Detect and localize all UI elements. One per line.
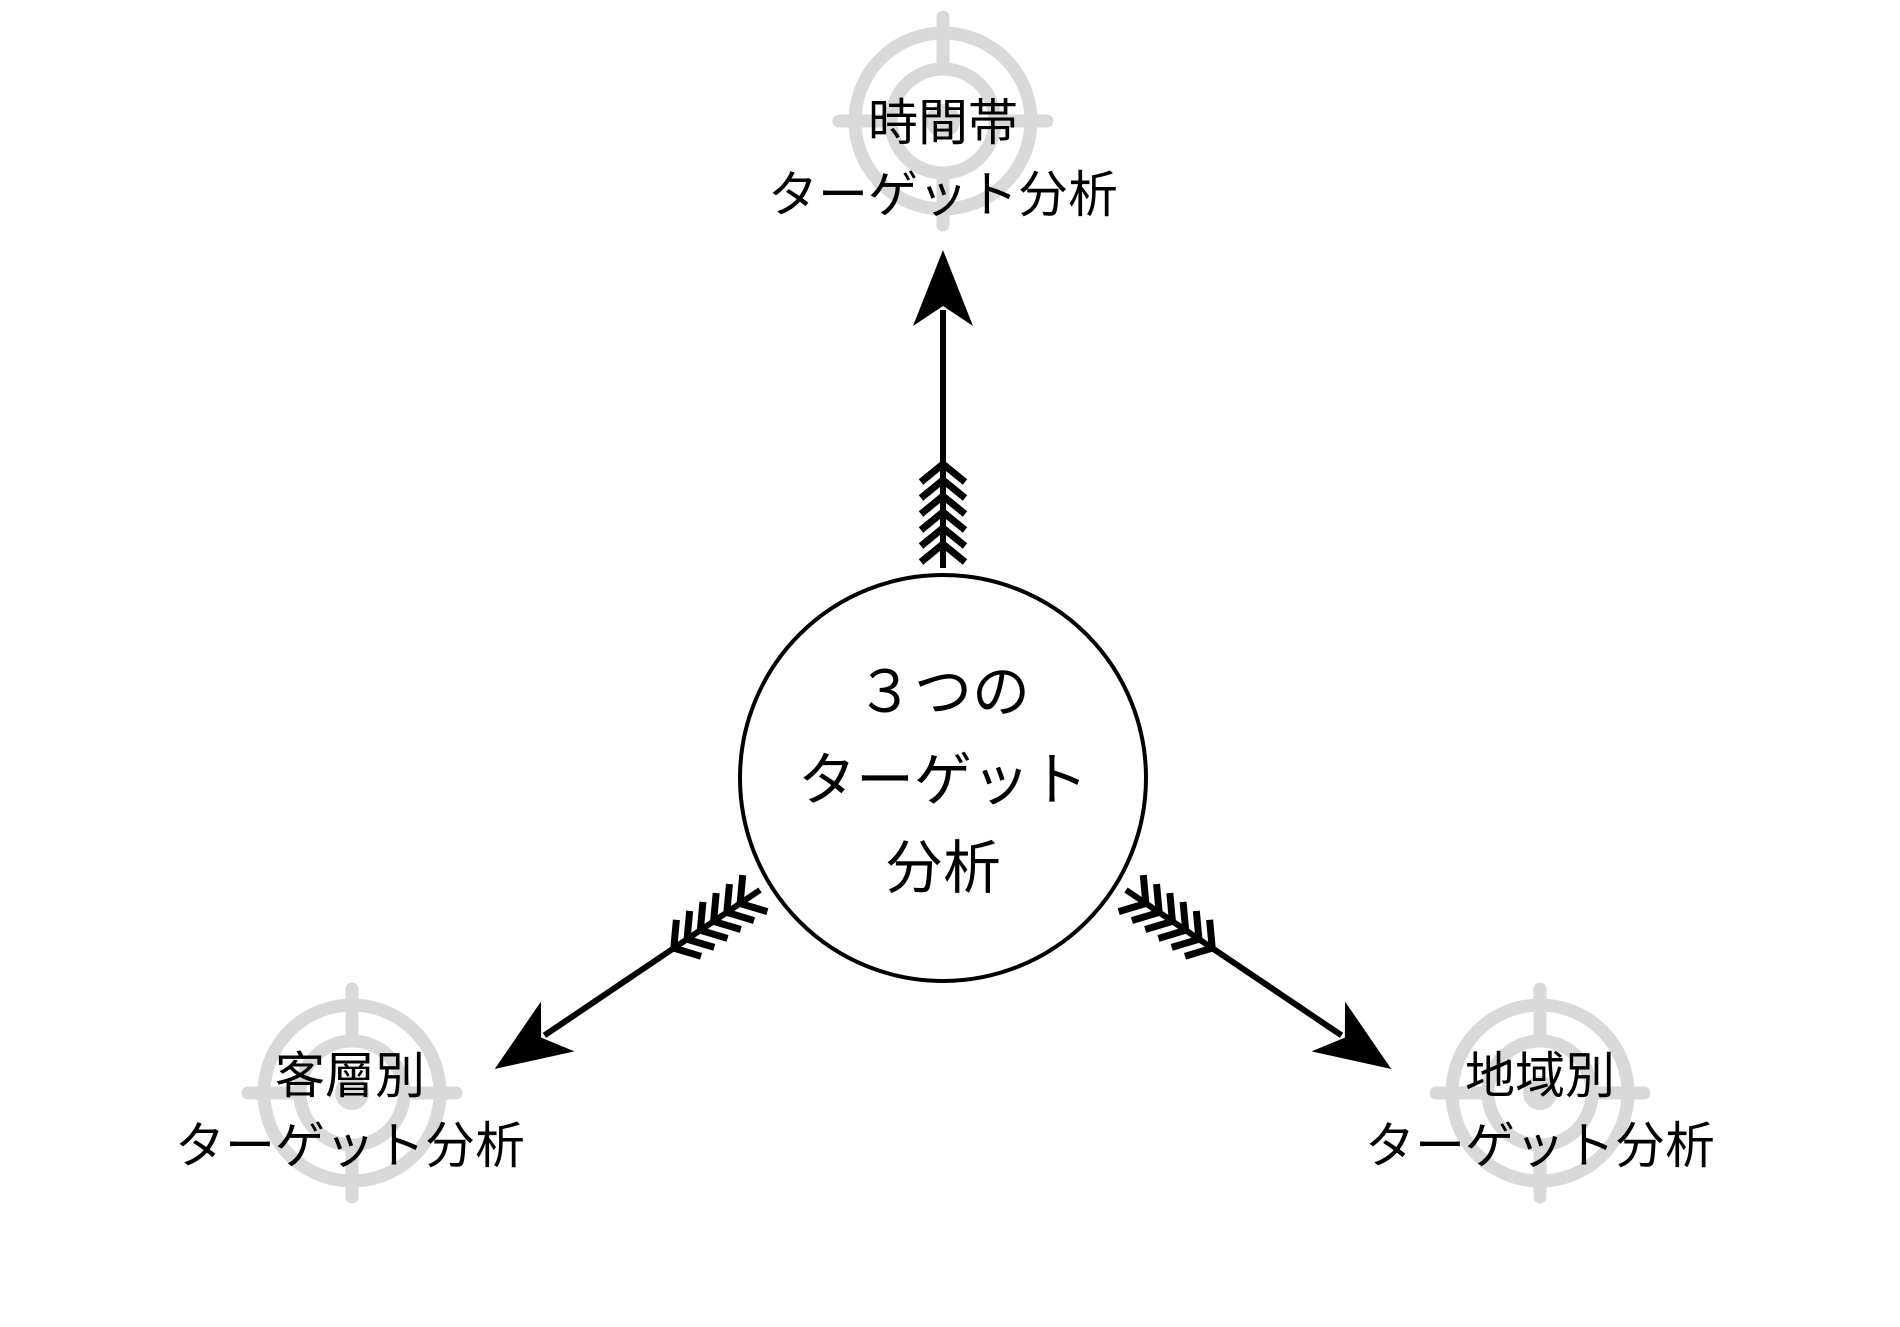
arrow-fletching <box>918 523 968 549</box>
arrow-fletching <box>709 892 742 933</box>
arrow-fletching <box>918 491 968 517</box>
arrow-fletching <box>918 539 968 565</box>
arrow-fletching <box>696 901 729 942</box>
arrow-fletching <box>918 475 968 501</box>
center-label-line1: ３つの <box>856 658 1030 726</box>
target-bullseye <box>335 1076 369 1110</box>
arrow-fletching <box>1183 919 1216 960</box>
customer-target-subtitle: ターゲット分析 <box>175 1117 525 1175</box>
arrow <box>913 250 973 568</box>
arrow-fletching <box>723 883 756 924</box>
arrowhead <box>913 250 973 326</box>
time-target-subtitle: ターゲット分析 <box>768 166 1118 224</box>
region-target-title: 地域別 <box>1465 1047 1615 1105</box>
center-label-line3: 分析 <box>885 834 1001 902</box>
region-target-subtitle: ターゲット分析 <box>1365 1117 1715 1175</box>
arrow-fletching <box>1117 874 1150 915</box>
arrow-fletching <box>1157 901 1190 942</box>
time-target-title: 時間帯 <box>868 94 1018 152</box>
arrowhead <box>494 1001 575 1069</box>
target-icon-customer <box>241 982 463 1204</box>
arrow <box>494 874 769 1069</box>
customer-target-title: 客層別 <box>275 1047 425 1105</box>
arrow-fletching <box>918 459 968 485</box>
target-bullseye <box>1523 1076 1557 1110</box>
arrowhead <box>1311 1001 1392 1069</box>
arrow-to-time-target <box>913 250 973 568</box>
arrow-fletching <box>1144 892 1177 933</box>
target-icon-region <box>1429 982 1651 1204</box>
arrow-fletching <box>1130 883 1163 924</box>
arrow-fletching <box>736 874 769 915</box>
center-circle <box>738 573 1148 983</box>
arrow-to-customer-target <box>494 874 769 1069</box>
arrow-fletching <box>1170 910 1203 951</box>
arrow-fletching <box>670 919 703 960</box>
arrow-to-region-target <box>1117 874 1392 1069</box>
target-bullseye <box>926 104 960 138</box>
target-icon-time <box>832 10 1054 232</box>
arrow-fletching <box>683 910 716 951</box>
arrow <box>1117 874 1392 1069</box>
arrow-fletching <box>918 507 968 533</box>
center-label-line2: ターゲット <box>798 746 1088 814</box>
